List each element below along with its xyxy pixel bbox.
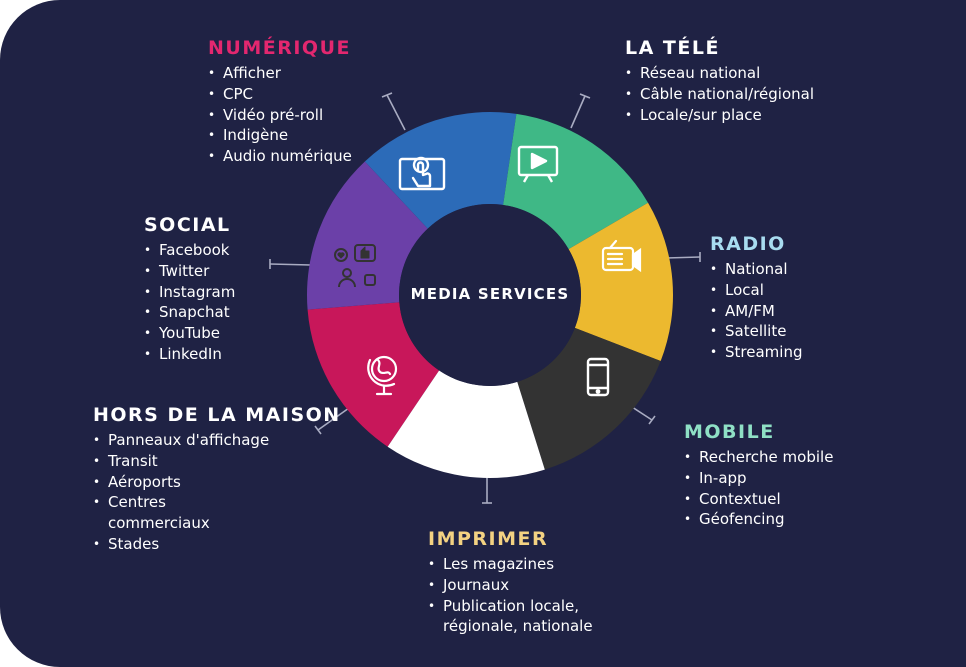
list-item: Centres — [93, 492, 341, 513]
tele-list: Réseau national Câble national/régional … — [625, 63, 814, 125]
touchscreen-icon — [398, 156, 446, 191]
list-item: Géofencing — [684, 509, 833, 530]
segment-social — [387, 370, 545, 478]
list-item: Réseau national — [625, 63, 814, 84]
imprimer-group: IMPRIMER Les magazines Journaux Publicat… — [428, 528, 593, 637]
mobile-group: MOBILE Recherche mobile In-app Contextue… — [684, 421, 833, 530]
list-item: Vidéo pré-roll — [208, 105, 352, 126]
hors-group: HORS DE LA MAISON Panneaux d'affichage T… — [93, 404, 341, 555]
list-item: Snapchat — [144, 302, 235, 323]
list-item: LinkedIn — [144, 344, 235, 365]
list-item: Panneaux d'affichage — [93, 430, 341, 451]
list-item: CPC — [208, 84, 352, 105]
connector-radio — [665, 252, 701, 262]
numerique-title: NUMÉRIQUE — [208, 37, 351, 59]
print-layout-icon — [470, 407, 510, 449]
wheel-hole — [399, 204, 581, 386]
segment-tele — [307, 161, 428, 310]
segment-hors — [517, 327, 661, 470]
globe-icon — [367, 355, 398, 396]
list-item: Streaming — [710, 342, 802, 363]
list-item: Aéroports — [93, 472, 341, 493]
list-item: Indigène — [208, 125, 352, 146]
hors-list: Panneaux d'affichage Transit Aéroports C… — [93, 430, 341, 555]
hors-title: HORS DE LA MAISON — [93, 404, 341, 426]
imprimer-list: Les magazines Journaux Publication local… — [428, 554, 593, 637]
radio-icon — [601, 239, 642, 273]
list-item: Local — [710, 280, 802, 301]
social-title: SOCIAL — [144, 214, 231, 236]
numerique-group: NUMÉRIQUE Afficher CPC Vidéo pré-roll In… — [208, 37, 352, 167]
list-item: Facebook — [144, 240, 235, 261]
list-item: AM/FM — [710, 301, 802, 322]
segment-radio — [364, 112, 517, 229]
list-item: National — [710, 259, 802, 280]
list-item: Câble national/régional — [625, 84, 814, 105]
connector-social — [269, 259, 312, 269]
list-item: Publication locale, — [428, 596, 593, 617]
social-group: SOCIAL Facebook Twitter Instagram Snapch… — [144, 214, 235, 365]
list-item: Audio numérique — [208, 146, 352, 167]
tele-group: LA TÉLÉ Réseau national Câble national/r… — [625, 37, 814, 125]
segment-imprimer — [568, 202, 673, 362]
list-item: YouTube — [144, 323, 235, 344]
smartphone-icon — [586, 357, 610, 397]
numerique-list: Afficher CPC Vidéo pré-roll Indigène Aud… — [208, 63, 352, 167]
mobile-list: Recherche mobile In-app Contextuel Géofe… — [684, 447, 833, 530]
list-item: Transit — [93, 451, 341, 472]
list-item: Stades — [93, 534, 341, 555]
list-item: Locale/sur place — [625, 105, 814, 126]
wheel-segments — [307, 112, 673, 478]
list-item: Satellite — [710, 321, 802, 342]
radio-group: RADIO National Local AM/FM Satellite Str… — [710, 233, 802, 363]
center-label: MEDIA SERVICES — [410, 285, 570, 303]
connector-tele — [570, 93, 591, 129]
connector-numerique — [381, 92, 406, 131]
list-item: Instagram — [144, 282, 235, 303]
radio-list: National Local AM/FM Satellite Streaming — [710, 259, 802, 363]
list-item: Recherche mobile — [684, 447, 833, 468]
list-item: Les magazines — [428, 554, 593, 575]
list-item: Afficher — [208, 63, 352, 84]
list-item: Contextuel — [684, 489, 833, 510]
list-item: Journaux — [428, 575, 593, 596]
list-item-continuation: commerciaux — [108, 514, 210, 533]
connector-mobile — [631, 406, 656, 425]
tv-play-icon — [517, 145, 559, 183]
list-item: Twitter — [144, 261, 235, 282]
mobile-title: MOBILE — [684, 421, 775, 443]
social-list: Facebook Twitter Instagram Snapchat YouT… — [144, 240, 235, 365]
connector-imprimer — [482, 475, 492, 504]
list-item: In-app — [684, 468, 833, 489]
radio-title: RADIO — [710, 233, 786, 255]
list-item-continuation: régionale, nationale — [443, 617, 593, 636]
social-reactions-icon — [334, 244, 376, 288]
tele-title: LA TÉLÉ — [625, 37, 720, 59]
connector-lines — [269, 92, 701, 504]
imprimer-title: IMPRIMER — [428, 528, 549, 550]
